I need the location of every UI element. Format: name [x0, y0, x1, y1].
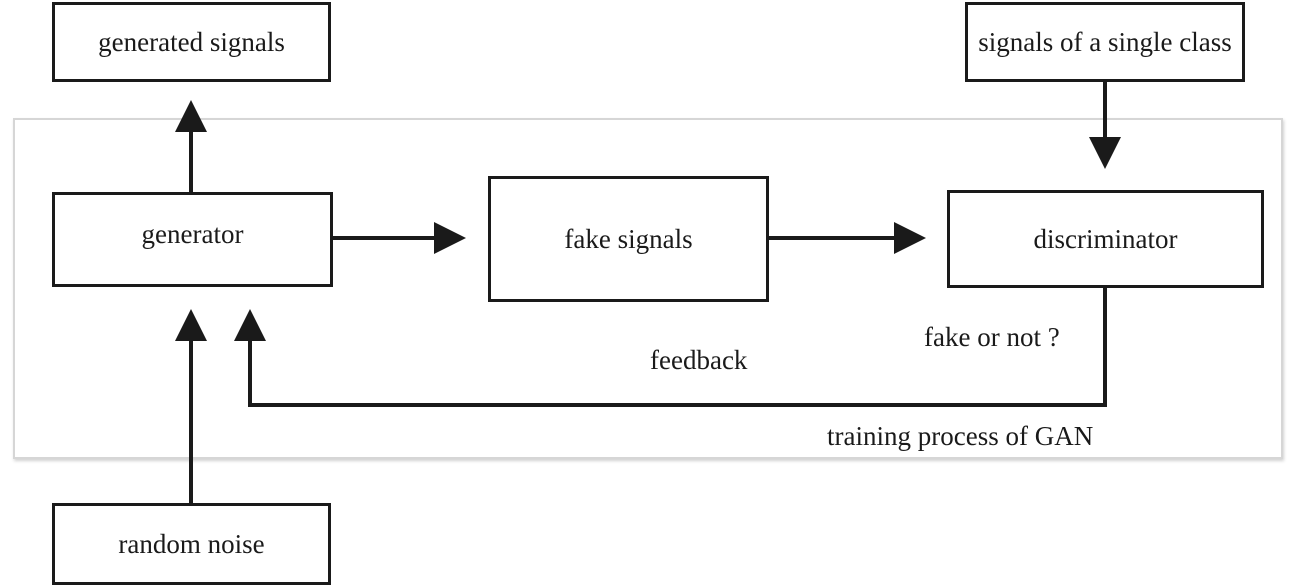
- training-process-label: training process of GAN: [827, 421, 1094, 451]
- fake-or-not-label: fake or not ?: [924, 322, 1060, 352]
- gan-training-frame: [13, 118, 1283, 459]
- discriminator-node: discriminator: [947, 190, 1264, 288]
- fake-signals-node: fake signals: [488, 176, 769, 302]
- random-noise-node: random noise: [52, 503, 331, 585]
- feedback-label: feedback: [650, 345, 748, 375]
- edge-feedback-loop: [234, 287, 1107, 407]
- generated-signals-node: generated signals: [52, 2, 331, 82]
- signals-of-single-class-node: signals of a single class: [965, 2, 1245, 82]
- generator-node: generator: [52, 192, 333, 287]
